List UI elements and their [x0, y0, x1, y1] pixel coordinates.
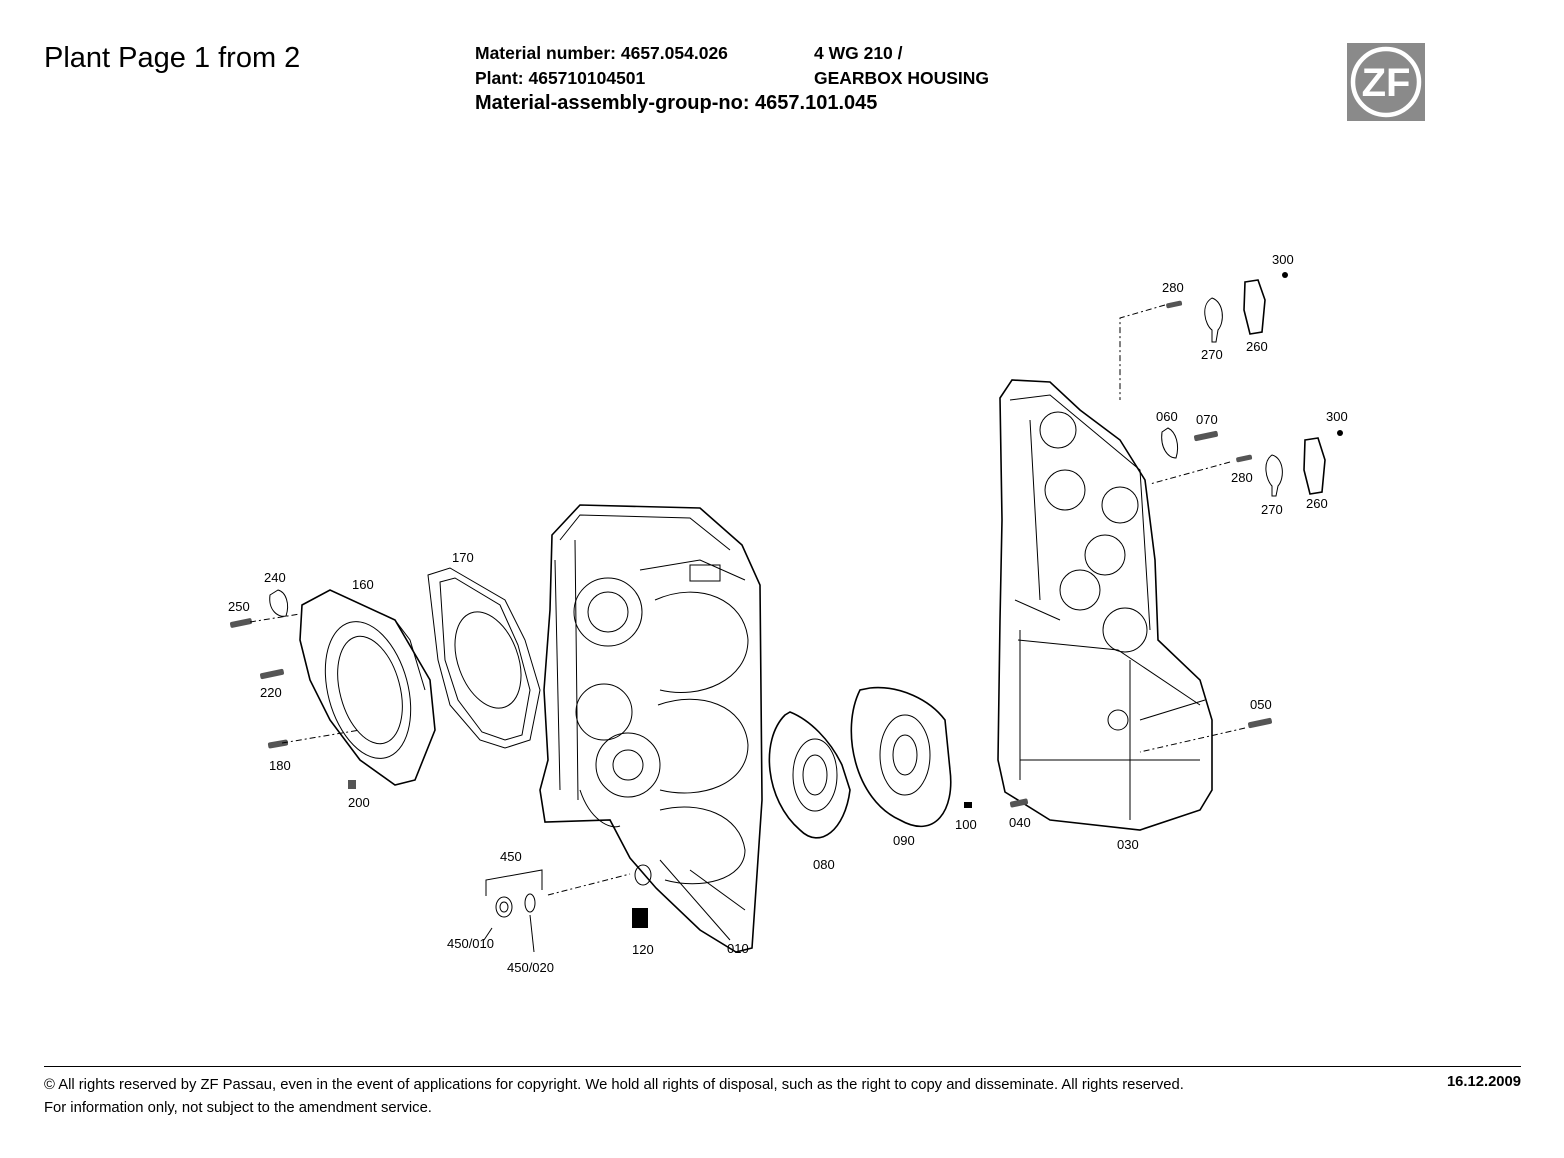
cover-plate-080 [768, 711, 851, 839]
document-date: 16.12.2009 [1446, 1074, 1521, 1090]
callout-270-b: 270 [1261, 502, 1283, 517]
assembly-lines [249, 304, 1246, 896]
callout-160: 160 [352, 577, 374, 592]
part-description: GEARBOX HOUSING [814, 68, 990, 88]
zf-logo-mark: ZF [1350, 46, 1422, 118]
callout-280-b: 280 [1231, 470, 1253, 485]
callout-450-010: 450/010 [447, 936, 494, 951]
housing-030 [997, 379, 1213, 831]
product-info: 4 WG 210 / GEARBOX HOUSING [814, 41, 989, 91]
callout-030: 030 [1117, 837, 1139, 852]
callout-180: 180 [269, 758, 291, 773]
footer-divider [44, 1066, 1521, 1067]
callout-120: 120 [632, 942, 654, 957]
callout-050: 050 [1250, 697, 1272, 712]
page-title: Plant Page 1 from 2 [44, 42, 301, 74]
zf-logo-text: ZF [1362, 61, 1411, 105]
callout-240: 240 [264, 570, 286, 585]
copyright-line: © All rights reserved by ZF Passau, even… [44, 1077, 1184, 1093]
callout-260-b: 260 [1306, 496, 1328, 511]
callout-labels: 300 280 270 260 060 070 300 280 270 260 … [228, 252, 1348, 975]
material-info: Material number: 4657.054.026 Plant: 465… [475, 41, 877, 116]
callout-270-a: 270 [1201, 347, 1223, 362]
callout-450: 450 [500, 849, 522, 864]
housing-010 [539, 504, 763, 953]
callout-200: 200 [348, 795, 370, 810]
callout-090: 090 [893, 833, 915, 848]
zf-logo: ZF [1347, 43, 1425, 121]
callout-060: 060 [1156, 409, 1178, 424]
callout-260-a: 260 [1246, 339, 1268, 354]
callout-070: 070 [1196, 412, 1218, 427]
callout-040: 040 [1009, 815, 1031, 830]
callout-170: 170 [452, 550, 474, 565]
footer-copyright: © All rights reserved by ZF Passau, even… [44, 1074, 1184, 1120]
callout-450-020: 450/020 [507, 960, 554, 975]
callout-300-a: 300 [1272, 252, 1294, 267]
plant-number: Plant: 465710104501 [475, 68, 646, 88]
callout-250: 250 [228, 599, 250, 614]
small-parts [229, 272, 1343, 928]
cover-plate-090 [850, 686, 952, 827]
model-name: 4 WG 210 / [814, 43, 903, 63]
assembly-group-number: Material-assembly-group-no: 4657.101.045 [475, 92, 878, 114]
callout-280-a: 280 [1162, 280, 1184, 295]
callout-300-b: 300 [1326, 409, 1348, 424]
callout-010: 010 [727, 941, 749, 956]
callout-100: 100 [955, 817, 977, 832]
disclaimer-line: For information only, not subject to the… [44, 1100, 432, 1116]
callout-220: 220 [260, 685, 282, 700]
callout-080: 080 [813, 857, 835, 872]
cover-160 [299, 589, 436, 786]
group-450-bracket [483, 869, 543, 953]
material-number: Material number: 4657.054.026 [475, 43, 728, 63]
gasket-170 [427, 567, 541, 749]
